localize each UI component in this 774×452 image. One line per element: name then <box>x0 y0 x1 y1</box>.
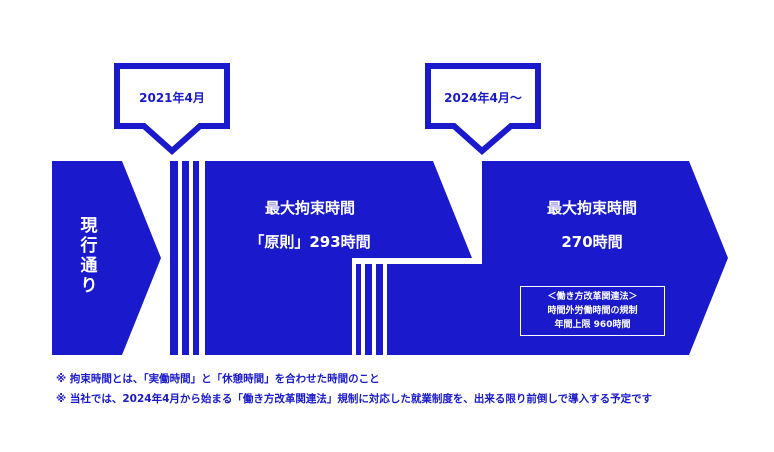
footnote-1: ※ 拘束時間とは、「実働時間」と「休憩時間」を合わせた時間のこと <box>56 373 380 385</box>
phase2-block <box>387 161 728 355</box>
callout-2024-shape <box>425 63 541 155</box>
current-label: 現行通り <box>80 216 98 296</box>
divider-bar-6 <box>376 264 383 355</box>
law-info-box: ＜働き方改革関連法＞ 時間外労働時間の規制 年間上限 960時間 <box>520 286 665 336</box>
phase1-title: 最大拘束時間 <box>264 199 355 217</box>
divider-bar-3 <box>193 161 199 355</box>
divider-bar-5 <box>365 264 372 355</box>
law-box-line3: 年間上限 960時間 <box>554 320 631 330</box>
phase2-value: 270時間 <box>561 233 623 251</box>
divider-bar-2 <box>182 161 189 355</box>
footnote-2: ※ 当社では、2024年4月から始まる「働き方改革関連法」規制に対応した就業制度… <box>56 393 653 405</box>
divider-bar-1 <box>170 161 178 355</box>
callout-2021-label: 2021年4月 <box>139 91 205 105</box>
callout-2024-label: 2024年4月～ <box>444 91 522 105</box>
current-chevron <box>52 161 161 355</box>
callout-2021-shape <box>114 63 230 156</box>
phase1-value: 「原則」293時間 <box>249 233 371 251</box>
law-box-line1: ＜働き方改革関連法＞ <box>547 292 638 302</box>
phase1-block <box>205 161 472 355</box>
phase2-title: 最大拘束時間 <box>546 199 637 217</box>
divider-bar-4 <box>356 264 361 355</box>
law-box-line2: 時間外労働時間の規制 <box>547 306 638 316</box>
